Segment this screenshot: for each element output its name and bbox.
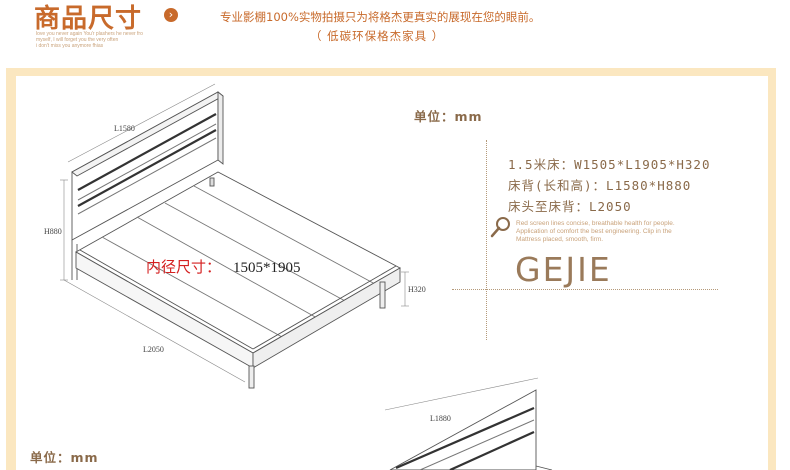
dim-length-top-2: L1880 [430, 414, 451, 423]
dim-length-top: L1580 [114, 124, 135, 133]
unit-label-bottom: 单位：mm [30, 450, 99, 465]
brand-tagline: Red screen lines concise, breathable hea… [516, 220, 716, 244]
title-small-line: myself, I will forget you the very often [36, 37, 119, 43]
section-title: 商品尺寸 [34, 4, 143, 34]
inner-size-label: 内径尺寸： [146, 259, 221, 276]
spec-head-to-back: 床头至床背：L2050 [508, 199, 632, 214]
header-subtitle: （ 低碳环保格杰家具 ） [310, 29, 445, 43]
title-decoration-text: love you never again You'r plashers he n… [36, 31, 176, 49]
inner-size-value: 1505*1905 [233, 260, 301, 276]
dotted-divider-vertical [486, 140, 487, 340]
brand-tagline-line: Application of comfort the best engineer… [516, 228, 672, 235]
header-description: 专业影棚100%实物拍摄只为将格杰更真实的展现在您的眼前。 [220, 10, 541, 24]
spec-headboard: 床背(长和高)：L1580*H880 [508, 178, 692, 193]
dim-length-side: L2050 [143, 345, 164, 354]
page-header: 商品尺寸 › love you never again You'r plashe… [0, 0, 790, 62]
brand-tagline-line: Red screen lines concise, breathable hea… [516, 220, 675, 227]
brand-name: GEJIE [515, 250, 612, 289]
title-small-line: love you never again You'r plashers he n… [36, 31, 143, 37]
magnifier-icon [490, 217, 510, 238]
bed-diagram-1 [60, 83, 409, 389]
unit-label: 单位：mm [414, 109, 483, 124]
bed-diagram-2 [384, 377, 553, 470]
dim-height: H880 [44, 227, 62, 236]
title-small-line: i don't miss you anymore fhias [36, 43, 104, 49]
brand-tagline-line: Mattress placed, smooth, firm. [516, 236, 604, 243]
arrow-right-icon: › [164, 8, 178, 22]
dim-leg-height: H320 [408, 285, 426, 294]
spec-bed-size: 1.5米床：W1505*L1905*H320 [508, 157, 711, 172]
dotted-divider-horizontal [452, 289, 718, 290]
